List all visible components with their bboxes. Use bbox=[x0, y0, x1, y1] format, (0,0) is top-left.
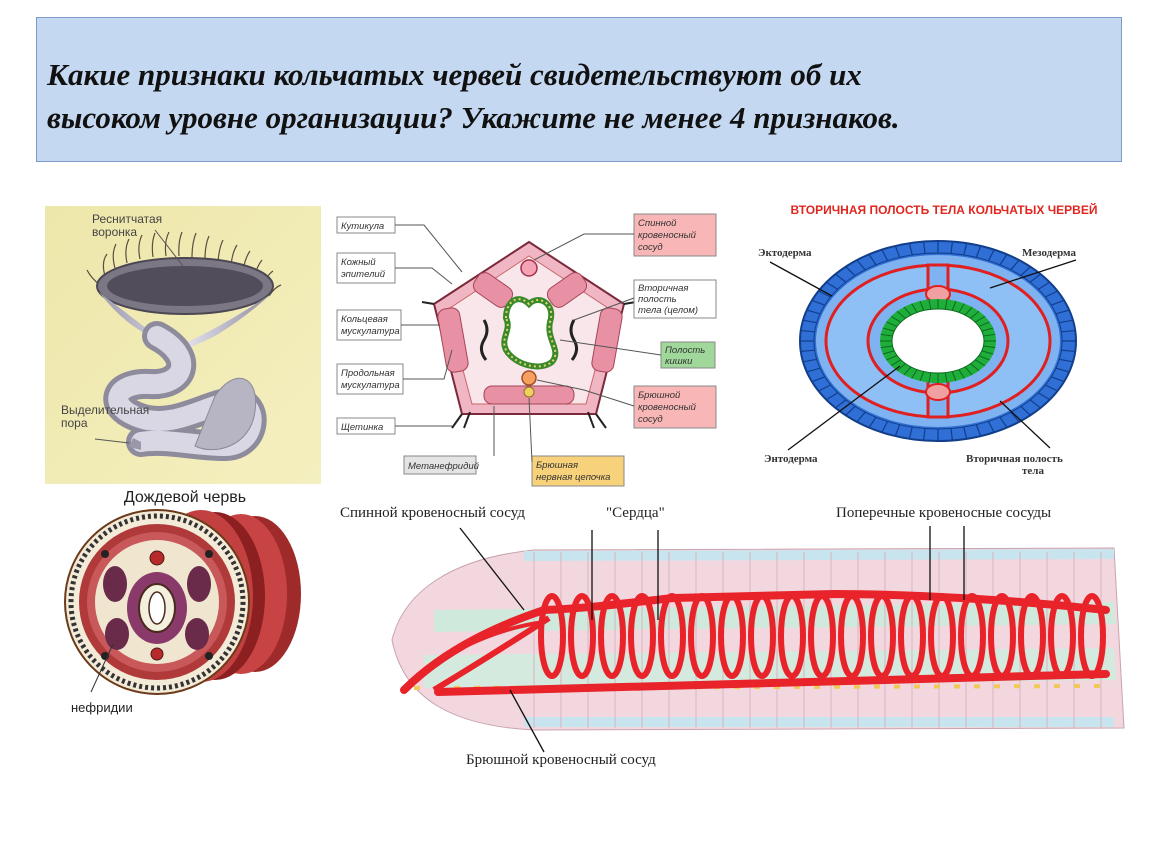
label-gut-1: Полость bbox=[665, 345, 705, 356]
label-dorsal-vessel-1: Спинной bbox=[638, 218, 677, 229]
ventral-vessel-label: Брюшной кровеносный сосуд bbox=[466, 752, 656, 768]
circulatory-panel: Спинной кровеносный сосуд "Сердца" Попер… bbox=[334, 490, 1144, 780]
coelom-label-1: Вторичная полость bbox=[966, 453, 1063, 465]
coelom-title: ВТОРИЧНАЯ ПОЛОСТЬ ТЕЛА КОЛЬЧАТЫХ ЧЕРВЕЙ bbox=[791, 202, 1098, 217]
label-metanephridium: Метанефридий bbox=[408, 461, 480, 472]
cross-section-diagram: Кутикула Кожный эпителий Кольцевая муску… bbox=[336, 213, 717, 487]
label-epithelium-2: эпителий bbox=[341, 269, 386, 280]
label-ventral-vessel-2: кровеносный bbox=[638, 402, 697, 413]
nephridium-illustration: Реснитчатая воронка Выделительная пора bbox=[45, 206, 321, 484]
label-gut-2: кишки bbox=[665, 356, 693, 367]
pore-label-2: пора bbox=[61, 416, 88, 430]
funnel-label-1: Реснитчатая bbox=[92, 212, 162, 226]
circulatory-diagram: Спинной кровеносный сосуд "Сердца" Попер… bbox=[340, 505, 1125, 768]
transverse-vessels-label: Поперечные кровеносные сосуды bbox=[836, 505, 1051, 521]
label-nerve-cord-2: нервная цепочка bbox=[536, 472, 610, 483]
hearts-label: "Сердца" bbox=[606, 505, 665, 521]
endoderm-label: Энтодерма bbox=[764, 453, 818, 465]
label-cuticle: Кутикула bbox=[341, 221, 384, 232]
funnel-label-2: воронка bbox=[92, 225, 137, 239]
question-box: Какие признаки кольчатых червей свидетел… bbox=[36, 17, 1122, 162]
label-coelom-1: Вторичная bbox=[638, 283, 689, 294]
mesoderm-label: Мезодерма bbox=[1022, 247, 1076, 259]
question-line-2: высоком уровне организации? Укажите не м… bbox=[47, 100, 900, 135]
coelom-label-2: тела bbox=[1022, 465, 1044, 477]
coelom-panel: ВТОРИЧНАЯ ПОЛОСТЬ ТЕЛА КОЛЬЧАТЫХ ЧЕРВЕЙ … bbox=[750, 196, 1140, 486]
label-longitudinal-2: мускулатура bbox=[341, 380, 400, 391]
question-line-1: Какие признаки кольчатых червей свидетел… bbox=[47, 57, 862, 92]
earthworm-panel: Дождевой червь нефридии bbox=[45, 484, 321, 726]
label-nerve-cord-1: Брюшная bbox=[536, 460, 578, 471]
label-seta: Щетинка bbox=[341, 422, 383, 433]
earthworm-title: Дождевой червь bbox=[124, 489, 246, 506]
label-coelom-3: тела (целом) bbox=[638, 305, 698, 316]
dorsal-vessel-label: Спинной кровеносный сосуд bbox=[340, 505, 525, 521]
label-coelom-2: полость bbox=[638, 294, 677, 305]
label-ventral-vessel-1: Брюшной bbox=[638, 390, 681, 401]
label-dorsal-vessel-3: сосуд bbox=[638, 242, 663, 253]
label-circular-2: мускулатура bbox=[341, 326, 400, 337]
earthworm-illustration: Дождевой червь нефридии bbox=[64, 489, 301, 715]
pore-label-1: Выделительная bbox=[61, 403, 149, 417]
label-epithelium-1: Кожный bbox=[341, 257, 376, 268]
nephridium-panel: Реснитчатая воронка Выделительная пора bbox=[45, 206, 321, 484]
coelom-diagram: ВТОРИЧНАЯ ПОЛОСТЬ ТЕЛА КОЛЬЧАТЫХ ЧЕРВЕЙ … bbox=[758, 202, 1098, 477]
label-circular-1: Кольцевая bbox=[341, 314, 388, 325]
ectoderm-label: Эктодерма bbox=[758, 247, 812, 259]
nephridia-label: нефридии bbox=[71, 700, 133, 715]
label-longitudinal-1: Продольная bbox=[341, 368, 395, 379]
label-dorsal-vessel-2: кровеносный bbox=[638, 230, 697, 241]
cross-section-panel: Кутикула Кожный эпителий Кольцевая муску… bbox=[334, 200, 724, 490]
question-text: Какие признаки кольчатых червей свидетел… bbox=[47, 53, 1107, 139]
label-ventral-vessel-3: сосуд bbox=[638, 414, 663, 425]
